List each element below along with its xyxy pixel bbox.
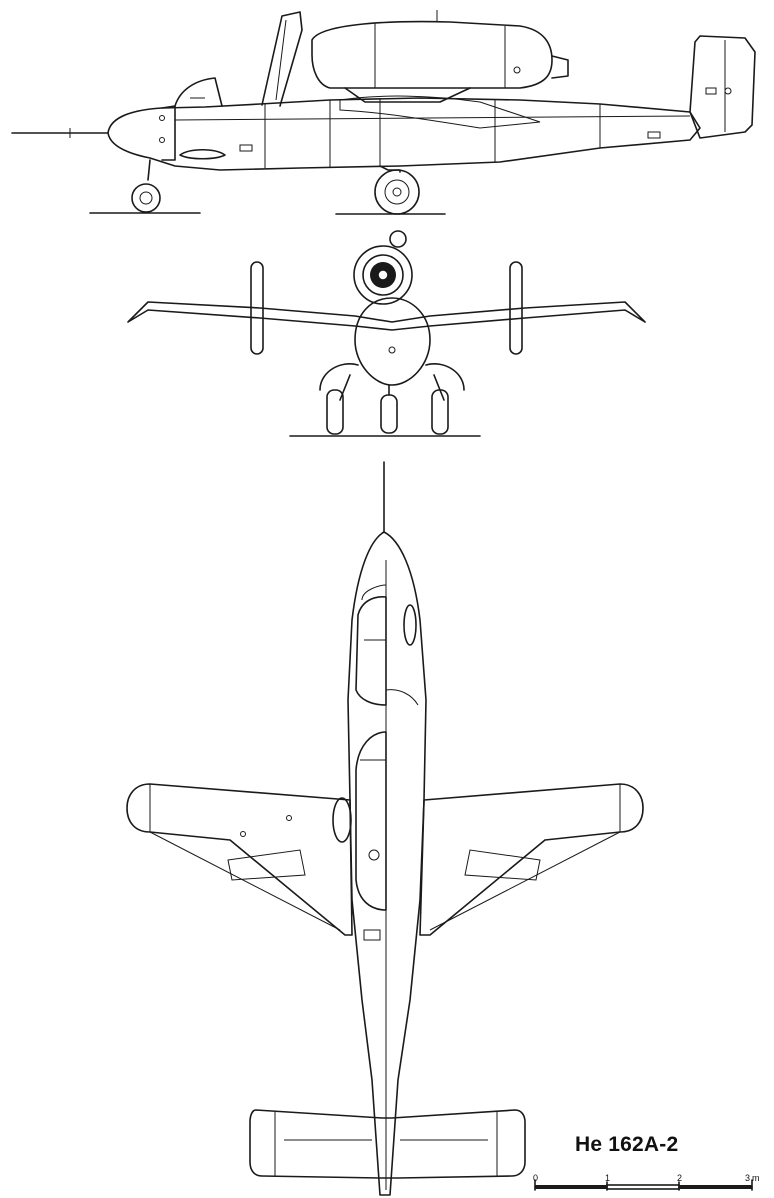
side-fuselage bbox=[107, 97, 701, 171]
top-view bbox=[126, 461, 644, 1196]
front-fuselage bbox=[354, 297, 431, 386]
scale-tick-3: 3 bbox=[745, 1173, 750, 1183]
side-engine-nacelle bbox=[311, 20, 553, 89]
side-nose-gear bbox=[89, 159, 201, 214]
front-wheel-right bbox=[431, 389, 449, 435]
front-wingtip-fin-right bbox=[509, 261, 523, 355]
front-view bbox=[127, 230, 646, 437]
side-canopy bbox=[174, 77, 223, 107]
scale-unit: m bbox=[752, 1173, 760, 1183]
top-canopy bbox=[355, 596, 387, 706]
side-fin bbox=[689, 35, 756, 139]
top-wing-right bbox=[419, 783, 644, 936]
scale-bar: 0 1 2 3 m bbox=[533, 1173, 760, 1191]
side-main-gear bbox=[335, 165, 446, 215]
scale-segment-black bbox=[535, 1185, 607, 1189]
scale-tick-0: 0 bbox=[533, 1173, 538, 1183]
front-wingtip-fin-left bbox=[250, 261, 264, 355]
front-wheel-left bbox=[326, 389, 344, 435]
top-tailplane bbox=[249, 1109, 526, 1179]
scale-tick-2: 2 bbox=[677, 1173, 682, 1183]
side-view bbox=[11, 10, 756, 215]
front-nose-wheel bbox=[380, 394, 398, 434]
front-engine bbox=[353, 230, 413, 305]
scale-tick-1: 1 bbox=[605, 1173, 610, 1183]
top-fuselage bbox=[347, 531, 427, 1196]
drawing-title: He 162A-2 bbox=[575, 1133, 679, 1156]
front-wing bbox=[127, 301, 646, 331]
top-wing-left bbox=[126, 783, 353, 936]
top-engine bbox=[355, 731, 387, 911]
